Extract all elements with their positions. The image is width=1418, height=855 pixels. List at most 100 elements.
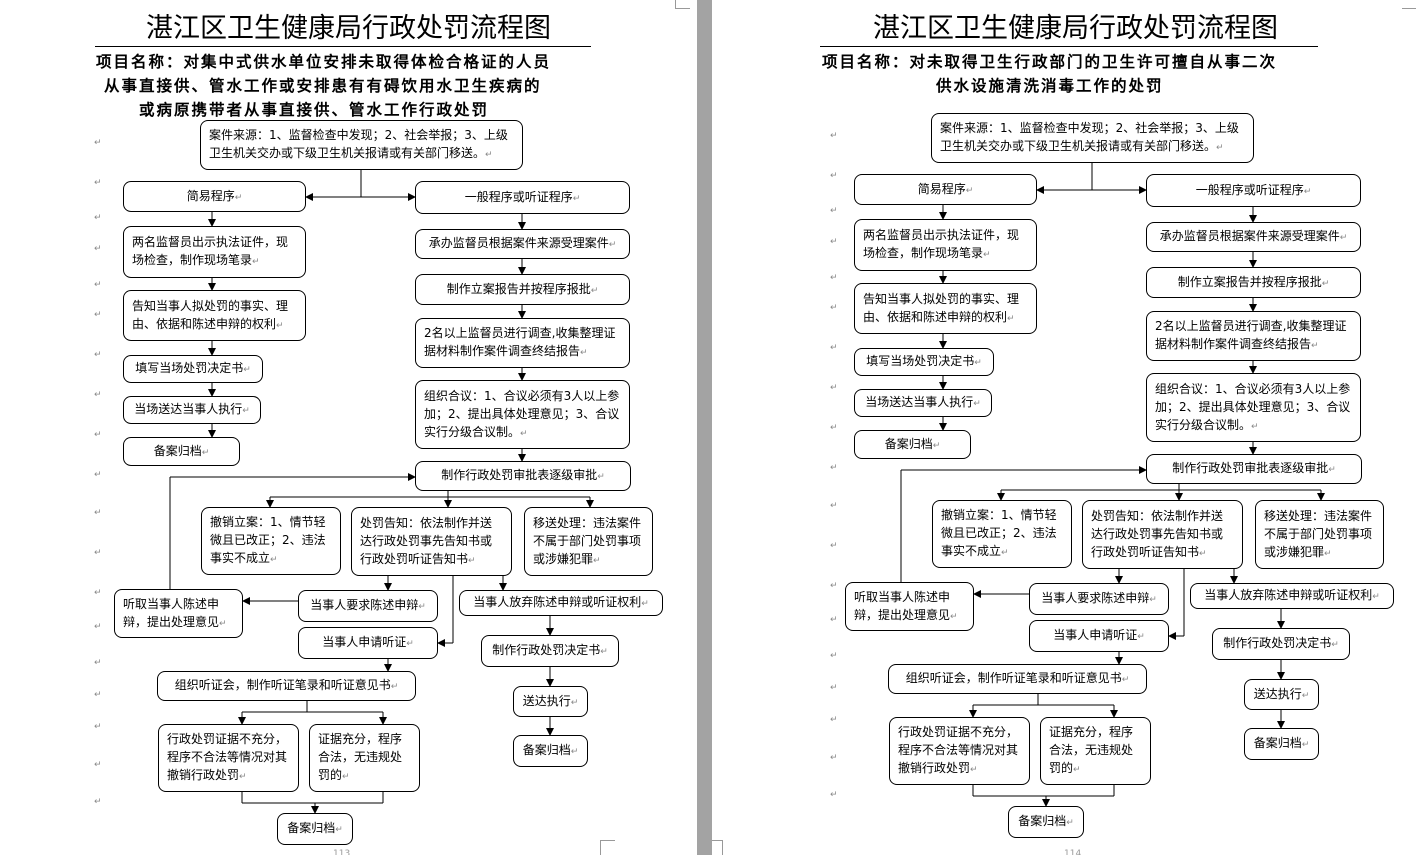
flow-node-text: 当场送达当事人执行 bbox=[134, 400, 250, 420]
connector-lines bbox=[169, 170, 594, 814]
paragraph-mark-icon: ↵ bbox=[94, 588, 102, 598]
flow-node-text: 当事人放弃陈述申辩或听证权利 bbox=[473, 593, 649, 613]
flow-node-waive: 当事人放弃陈述申辩或听证权利 bbox=[459, 590, 663, 616]
flow-node-text: 送达执行 bbox=[1254, 685, 1310, 705]
flow-node-file-report: 制作立案报告并按程序报批 bbox=[1146, 267, 1361, 298]
project-name-line-3: 或病原携带者从事直接供、管水工作行政处罚 bbox=[139, 100, 490, 119]
flow-node-text: 承办监督员根据案件来源受理案件 bbox=[429, 234, 617, 254]
flow-node-text: 2名以上监督员进行调查,收集整理证据材料制作案件调查终结报告 bbox=[424, 324, 621, 362]
flow-node-archive2: 备案归档 bbox=[513, 735, 588, 767]
flow-node-general: 一般程序或听证程序 bbox=[1146, 174, 1361, 207]
paragraph-mark-icon: ↵ bbox=[94, 244, 102, 254]
flow-node-insufficient: 行政处罚证据不充分，程序不合法等情况对其撤销行政处罚 bbox=[158, 724, 299, 792]
flow-node-two-inspectors: 两名监督员出示执法证件，现场检查，制作现场笔录 bbox=[854, 219, 1037, 271]
flow-node-text: 当事人要求陈述申辩 bbox=[310, 596, 426, 616]
flow-node-archive1: 备案归档 bbox=[854, 430, 971, 459]
flow-node-general: 一般程序或听证程序 bbox=[415, 181, 630, 214]
flow-node-revoke: 撤销立案：1、情节轻微且已改正；2、违法事实不成立 bbox=[932, 500, 1072, 568]
flow-node-text: 听取当事人陈述申辩，提出处理意见 bbox=[854, 588, 965, 626]
flow-node-text: 制作行政处罚审批表逐级审批 bbox=[441, 466, 605, 486]
paragraph-mark-icon: ↵ bbox=[830, 131, 838, 141]
flow-node-fill-decision: 填写当场处罚决定书 bbox=[123, 355, 263, 383]
flow-node-text: 备案归档 bbox=[1254, 734, 1310, 754]
flow-node-text: 移送处理：违法案件不属于部门处罚事项或涉嫌犯罪 bbox=[533, 514, 644, 570]
flow-node-text: 当事人要求陈述申辩 bbox=[1041, 589, 1157, 609]
flow-node-text: 制作行政处罚审批表逐级审批 bbox=[1172, 459, 1336, 479]
paragraph-mark-icon: ↵ bbox=[830, 615, 838, 625]
flow-node-investigate: 2名以上监督员进行调查,收集整理证据材料制作案件调查终结报告 bbox=[1146, 311, 1361, 361]
paragraph-mark-icon: ↵ bbox=[830, 715, 838, 725]
flow-node-text: 当事人申请听证 bbox=[322, 633, 414, 653]
flow-node-inform-simple: 告知当事人拟处罚的事实、理由、依据和陈述申辩的权利 bbox=[854, 283, 1037, 334]
paragraph-mark-icon: ↵ bbox=[830, 383, 838, 393]
paragraph-mark-icon: ↵ bbox=[94, 797, 102, 807]
flow-node-sufficient: 证据充分，程序合法，无违规处罚的 bbox=[309, 724, 420, 792]
flow-node-simple: 简易程序 bbox=[123, 181, 306, 212]
paragraph-mark-icon: ↵ bbox=[830, 303, 838, 313]
flow-node-text: 备案归档 bbox=[523, 741, 579, 761]
flow-node-text: 当事人放弃陈述申辩或听证权利 bbox=[1204, 586, 1380, 606]
flow-node-deliver-onsite: 当场送达当事人执行 bbox=[123, 396, 261, 424]
flow-node-revoke: 撤销立案：1、情节轻微且已改正；2、违法事实不成立 bbox=[201, 507, 341, 575]
flow-node-approval: 制作行政处罚审批表逐级审批 bbox=[415, 461, 631, 491]
flow-node-text: 承办监督员根据案件来源受理案件 bbox=[1160, 227, 1348, 247]
flow-node-text: 备案归档 bbox=[287, 819, 343, 839]
flow-node-meeting: 组织合议：1、合议必须有3人以上参加；2、提出具体处理意见；3、合议实行分级合议… bbox=[415, 380, 630, 449]
paragraph-mark-icon: ↵ bbox=[94, 658, 102, 668]
crop-mark bbox=[712, 840, 723, 855]
paragraph-mark-icon: ↵ bbox=[94, 548, 102, 558]
flow-node-text: 证据充分，程序合法，无违规处罚的 bbox=[318, 730, 411, 786]
flow-node-request-statement: 当事人要求陈述申辩 bbox=[1029, 583, 1169, 615]
flow-node-transfer: 移送处理：违法案件不属于部门处罚事项或涉嫌犯罪 bbox=[1255, 500, 1384, 569]
paragraph-mark-icon: ↵ bbox=[830, 581, 838, 591]
flow-node-text: 移送处理：违法案件不属于部门处罚事项或涉嫌犯罪 bbox=[1264, 507, 1375, 563]
connector-lines bbox=[900, 163, 1325, 807]
document-page-113: 湛江区卫生健康局行政处罚流程图 项目名称：对集中式供水单位安排未取得体检合格证的… bbox=[0, 0, 697, 855]
paragraph-mark-icon: ↵ bbox=[830, 501, 838, 511]
flow-node-text: 组织听证会，制作听证笔录和听证意见书 bbox=[906, 669, 1130, 689]
crop-mark bbox=[1402, 0, 1416, 9]
flow-node-text: 两名监督员出示执法证件，现场检查，制作现场笔录 bbox=[132, 233, 297, 271]
flow-node-text: 组织合议：1、合议必须有3人以上参加；2、提出具体处理意见；3、合议实行分级合议… bbox=[424, 387, 621, 443]
flow-node-insufficient: 行政处罚证据不充分，程序不合法等情况对其撤销行政处罚 bbox=[889, 717, 1030, 785]
paragraph-mark-icon: ↵ bbox=[830, 171, 838, 181]
flow-node-notify: 处罚告知：依法制作并送达行政处罚事先告知书或行政处罚听证告知书 bbox=[1082, 500, 1243, 569]
flow-node-text: 处罚告知：依法制作并送达行政处罚事先告知书或行政处罚听证告知书 bbox=[1091, 507, 1234, 563]
paragraph-mark-icon: ↵ bbox=[94, 760, 102, 770]
flow-node-text: 当场送达当事人执行 bbox=[865, 393, 981, 413]
flow-node-deliver: 送达执行 bbox=[513, 686, 588, 717]
flow-node-text: 撤销立案：1、情节轻微且已改正；2、违法事实不成立 bbox=[210, 513, 332, 569]
flow-node-sufficient: 证据充分，程序合法，无违规处罚的 bbox=[1040, 717, 1151, 785]
paragraph-mark-icon: ↵ bbox=[94, 350, 102, 360]
flow-node-text: 撤销立案：1、情节轻微且已改正；2、违法事实不成立 bbox=[941, 506, 1063, 562]
flow-node-archive1: 备案归档 bbox=[123, 437, 240, 466]
paragraph-mark-icon: ↵ bbox=[94, 722, 102, 732]
flow-node-deliver-onsite: 当场送达当事人执行 bbox=[854, 389, 992, 417]
flow-node-meeting: 组织合议：1、合议必须有3人以上参加；2、提出具体处理意见；3、合议实行分级合议… bbox=[1146, 373, 1361, 442]
flow-node-text: 制作行政处罚决定书 bbox=[1223, 634, 1339, 654]
flow-node-archive3: 备案归档 bbox=[1008, 806, 1084, 838]
flow-node-deliver: 送达执行 bbox=[1244, 679, 1319, 710]
flow-node-text: 两名监督员出示执法证件，现场检查，制作现场笔录 bbox=[863, 226, 1028, 264]
paragraph-mark-icon: ↵ bbox=[94, 280, 102, 290]
flow-node-text: 简易程序 bbox=[187, 187, 243, 207]
paragraph-mark-icon: ↵ bbox=[94, 178, 102, 188]
page-number: 113 bbox=[333, 849, 351, 855]
flow-node-apply-hearing: 当事人申请听证 bbox=[298, 627, 438, 659]
paragraph-mark-icon: ↵ bbox=[830, 237, 838, 247]
flow-node-decision: 制作行政处罚决定书 bbox=[481, 635, 619, 667]
flow-node-text: 备案归档 bbox=[885, 435, 941, 455]
paragraph-mark-icon: ↵ bbox=[830, 273, 838, 283]
paragraph-mark-icon: ↵ bbox=[830, 753, 838, 763]
flow-node-hearing: 组织听证会，制作听证笔录和听证意见书 bbox=[157, 671, 416, 701]
flow-node-apply-hearing: 当事人申请听证 bbox=[1029, 620, 1169, 652]
page-title: 湛江区卫生健康局行政处罚流程图 bbox=[873, 13, 1278, 44]
flow-node-hearing: 组织听证会，制作听证笔录和听证意见书 bbox=[888, 664, 1147, 694]
flow-node-waive: 当事人放弃陈述申辩或听证权利 bbox=[1190, 583, 1394, 609]
flow-node-text: 听取当事人陈述申辩，提出处理意见 bbox=[123, 595, 234, 633]
flow-node-text: 组织合议：1、合议必须有3人以上参加；2、提出具体处理意见；3、合议实行分级合议… bbox=[1155, 380, 1352, 436]
crop-mark bbox=[600, 840, 615, 855]
flow-node-request-statement: 当事人要求陈述申辩 bbox=[298, 590, 438, 622]
flow-node-hear: 听取当事人陈述申辩，提出处理意见 bbox=[845, 582, 974, 631]
paragraph-mark-icon: ↵ bbox=[94, 622, 102, 632]
